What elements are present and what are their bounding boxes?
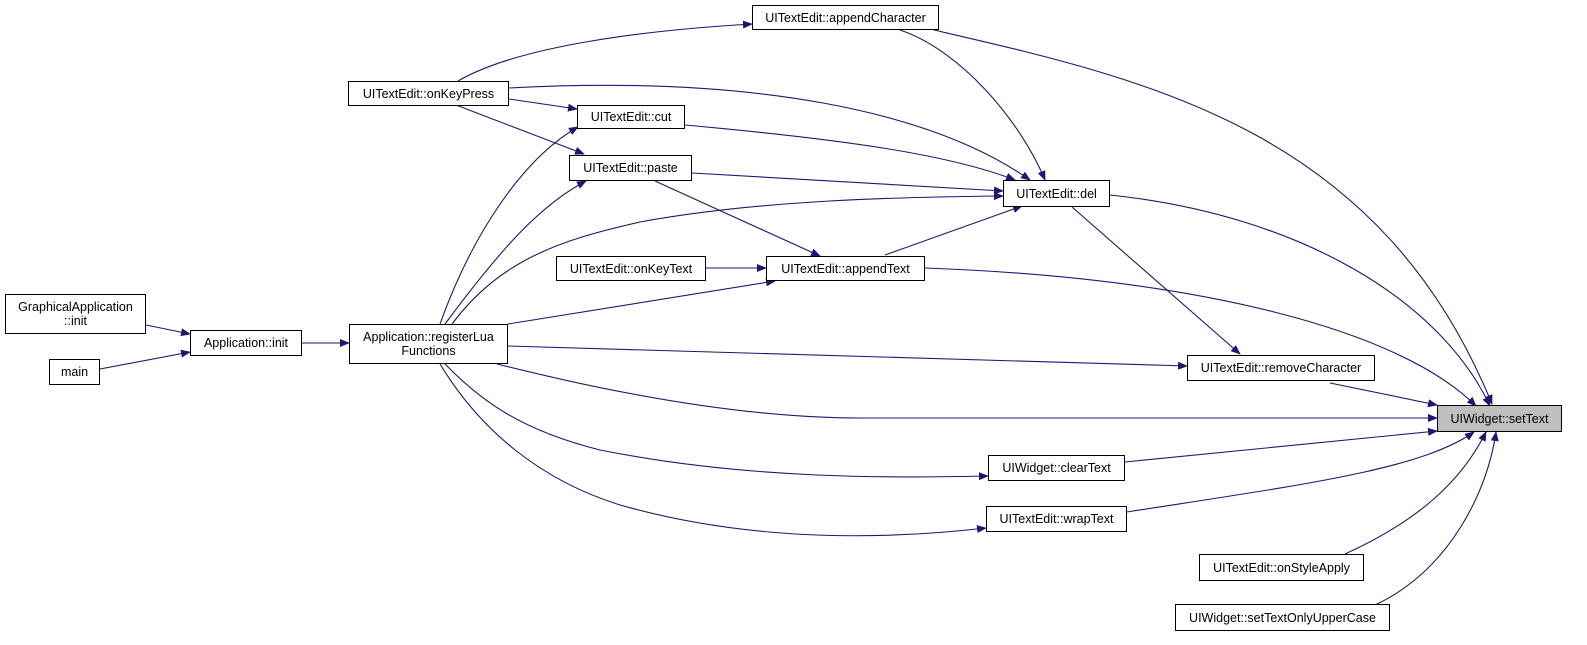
edge-clearText-setText xyxy=(1124,427,1438,463)
edge-appendCharacter-setText xyxy=(933,29,1493,405)
node-cut[interactable]: UITextEdit::cut xyxy=(577,105,685,129)
node-clearText[interactable]: UIWidget::clearText xyxy=(988,455,1125,481)
edge-registerLua-removeCharacter xyxy=(507,345,1188,370)
node-removeCharacter[interactable]: UITextEdit::removeCharacter xyxy=(1187,355,1375,381)
edge-graphicalInit-appInit xyxy=(145,324,191,337)
node-paste[interactable]: UITextEdit::paste xyxy=(569,155,692,181)
edge-onKeyPress-paste xyxy=(455,104,585,155)
node-onKeyText[interactable]: UITextEdit::onKeyText xyxy=(556,256,706,281)
edge-onKeyPress-appendCharacter xyxy=(457,20,753,82)
node-application-init[interactable]: Application::init xyxy=(190,330,302,356)
edge-onStyleApply-setText xyxy=(1344,431,1487,555)
node-graphicalApplication-init[interactable]: GraphicalApplication ::init xyxy=(5,294,146,334)
node-setText: UIWidget::setText xyxy=(1437,405,1562,432)
edge-appendCharacter-del xyxy=(899,29,1046,181)
node-onKeyPress[interactable]: UITextEdit::onKeyPress xyxy=(348,81,509,106)
edge-registerLua-paste xyxy=(444,180,587,325)
edge-del-removeCharacter xyxy=(1071,206,1241,355)
edge-onKeyPress-cut xyxy=(508,98,578,112)
node-label-line: Application::registerLua xyxy=(363,330,494,344)
node-appendText[interactable]: UITextEdit::appendText xyxy=(766,256,925,281)
edge-registerLua-appendText xyxy=(507,278,776,325)
edge-wrapText-setText xyxy=(1126,431,1475,513)
node-appendCharacter[interactable]: UITextEdit::appendCharacter xyxy=(752,5,939,30)
node-setTextOnlyUpperCase[interactable]: UIWidget::setTextOnlyUpperCase xyxy=(1175,604,1390,631)
edge-main-appInit xyxy=(99,349,191,370)
node-main[interactable]: main xyxy=(49,359,100,385)
edge-cut-del xyxy=(684,124,1016,181)
node-onStyleApply[interactable]: UITextEdit::onStyleApply xyxy=(1199,554,1364,581)
node-registerLuaFunctions[interactable]: Application::registerLua Functions xyxy=(349,324,508,364)
node-label-line: Functions xyxy=(401,344,456,358)
edge-registerLua-del xyxy=(451,192,1004,325)
edge-del-setText xyxy=(1109,194,1491,407)
edge-registerLua-wrapText xyxy=(439,363,987,537)
node-wrapText[interactable]: UITextEdit::wrapText xyxy=(986,506,1127,532)
edge-setTextOnlyUpperCase-setText xyxy=(1374,431,1499,606)
edge-appendText-setText xyxy=(924,267,1477,407)
edge-paste-del xyxy=(691,172,1004,195)
node-label-line: GraphicalApplication xyxy=(18,300,133,314)
edge-registerLua-clearText xyxy=(444,363,989,481)
edge-registerLua-cut xyxy=(439,126,579,325)
edge-onKeyPress-del xyxy=(508,84,1031,181)
node-label-line: ::init xyxy=(64,314,87,328)
edge-removeCharacter-setText xyxy=(1329,382,1438,408)
edge-paste-appendText xyxy=(654,180,821,257)
edge-registerLua-setText xyxy=(496,363,1438,422)
edge-appendText-del xyxy=(884,205,1023,256)
node-del[interactable]: UITextEdit::del xyxy=(1003,180,1110,207)
